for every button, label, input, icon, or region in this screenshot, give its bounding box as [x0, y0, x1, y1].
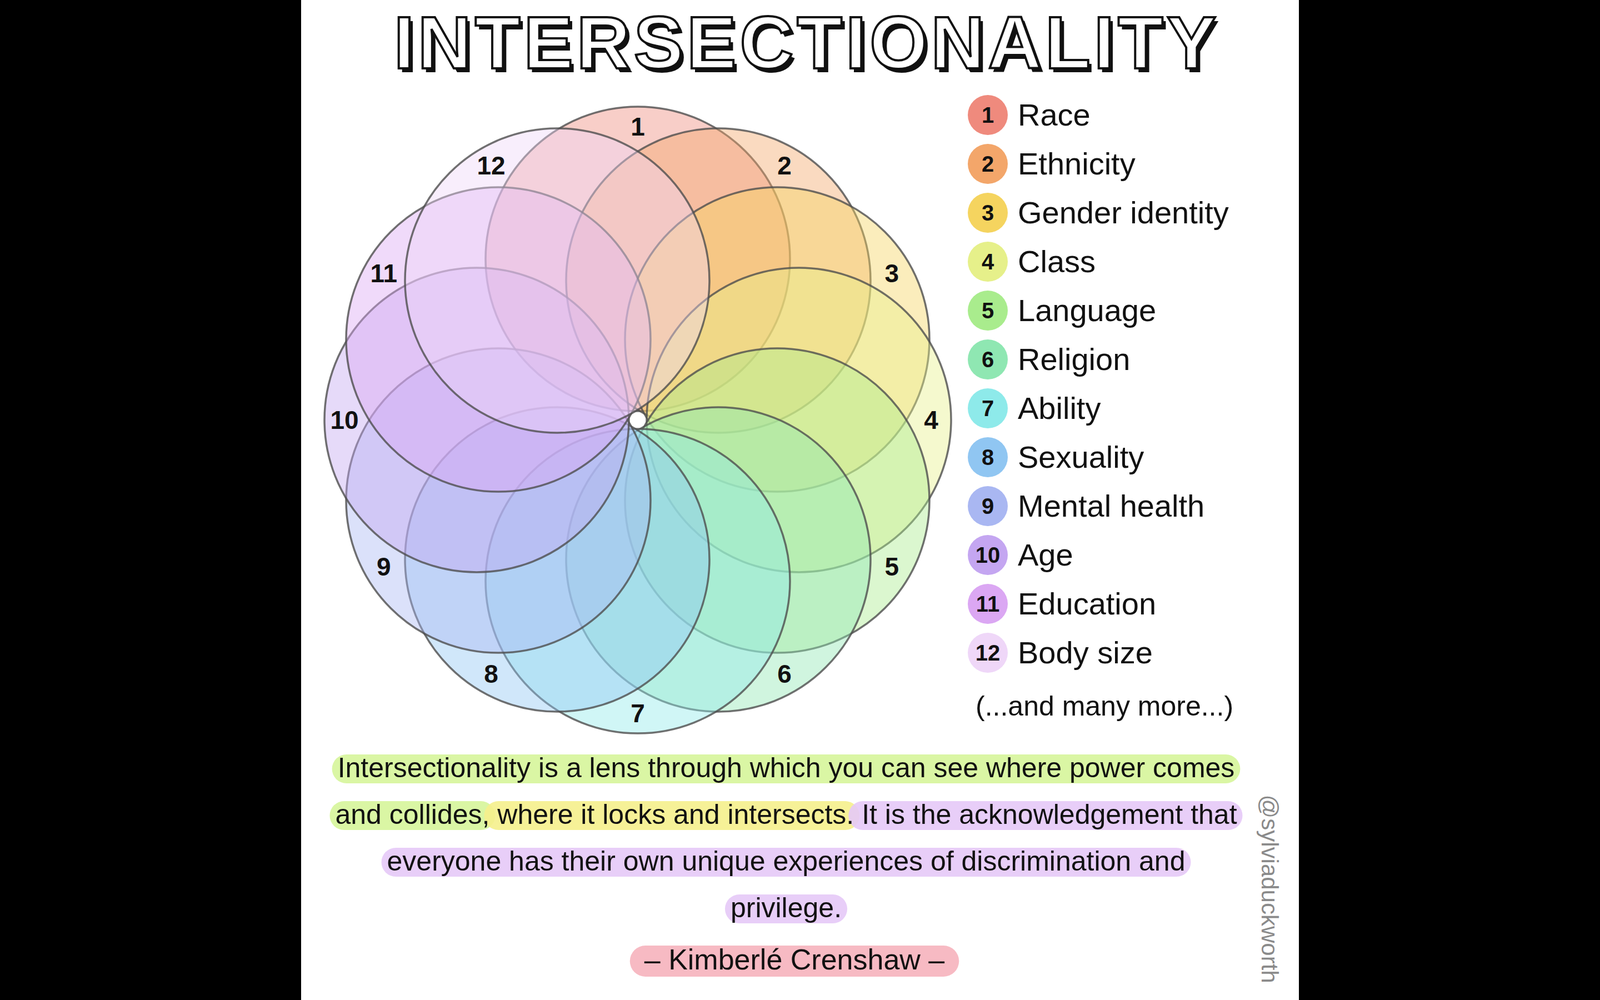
legend-swatch: 10	[967, 535, 1008, 575]
callout-number: 1	[981, 102, 994, 128]
circle-number: 4	[923, 405, 939, 435]
note-text: (...and many more...)	[975, 690, 1234, 723]
legend-swatch: 6	[967, 339, 1008, 380]
white-panel	[301, 0, 1299, 1000]
legend-swatch: 11	[967, 583, 1008, 624]
circle-number: 1	[630, 112, 645, 142]
circle-number: 6	[777, 659, 792, 689]
circle-number: 2	[777, 151, 792, 181]
circle-number: 3	[884, 258, 899, 289]
attribution-text: – Kimberlé Crenshaw –	[644, 943, 945, 977]
legend-swatch: 5	[967, 290, 1008, 331]
callout-number: 11	[976, 591, 1000, 617]
callout-number: 7	[981, 395, 994, 422]
legend-text: Race	[1017, 97, 1091, 133]
callout-number: 8	[981, 444, 994, 470]
circle-number: 5	[884, 552, 899, 582]
callout-number: 6	[981, 346, 994, 373]
callout-number: 9	[981, 493, 994, 519]
circle-number: 10	[330, 405, 359, 435]
title-text: INTERSECTIONALITY	[393, 5, 1220, 80]
watermark-text: @sylviaduckworth	[1256, 794, 1283, 983]
circle-shape	[403, 127, 711, 434]
legend-text: Body size	[1017, 635, 1153, 671]
legend-swatch: 1	[967, 95, 1008, 135]
callout-number: 4	[981, 248, 994, 275]
legend-text: Ethnicity	[1017, 146, 1136, 182]
caption-text: Intersectionality is a lens through whic…	[327, 744, 1245, 932]
legend-text: Mental health	[1017, 488, 1205, 524]
legend-swatch: 3	[967, 192, 1008, 233]
circle-number: 11	[370, 258, 398, 289]
legend-text: Class	[1017, 243, 1096, 280]
legend-text: Gender identity	[1017, 195, 1229, 231]
callout-number: 10	[975, 542, 1001, 568]
circle-outline	[405, 128, 710, 433]
callout-number: 12	[975, 640, 1001, 666]
circle-number: 7	[630, 698, 645, 729]
legend-swatch: 8	[967, 437, 1008, 478]
legend-swatch: 4	[967, 241, 1008, 282]
legend-swatch: 7	[967, 388, 1008, 429]
legend-text: Religion	[1017, 341, 1130, 378]
legend-text: Language	[1017, 292, 1157, 329]
circle-number: 8	[483, 659, 499, 689]
callout-number: 3	[981, 200, 994, 226]
category-circle: 12	[403, 127, 711, 434]
legend-swatch: 9	[967, 486, 1008, 527]
legend-swatch: 12	[967, 632, 1008, 673]
legend-swatch: 2	[967, 143, 1008, 184]
callout-number: 5	[981, 297, 994, 324]
legend-text: Sexuality	[1017, 439, 1144, 475]
legend-text: Age	[1017, 537, 1074, 573]
circle-number: 12	[476, 151, 505, 181]
legend-text: Education	[1017, 586, 1157, 622]
legend-text: Ability	[1017, 390, 1101, 427]
circle-number: 9	[376, 552, 392, 582]
callout-number: 2	[981, 151, 994, 177]
